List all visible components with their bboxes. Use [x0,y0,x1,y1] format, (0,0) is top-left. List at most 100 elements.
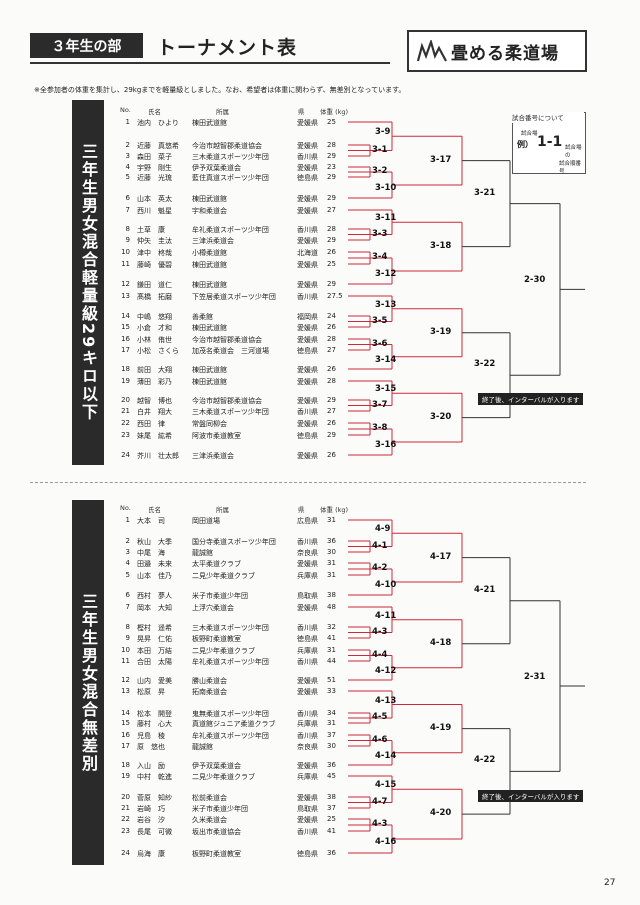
participant-w: 37 [327,804,336,812]
match-number-label: 3-3 [372,228,388,239]
participant-w: 37 [327,731,336,739]
participant-aff: 三木柔道スポーツ少年団 [192,153,269,161]
participant-pref: 愛媛県 [297,420,318,428]
participant-name: 鎌田 道仁 [137,281,172,289]
participant-w: 31 [327,646,336,654]
participant-pref: 愛媛県 [297,762,318,770]
match-number-label: 3-21 [474,187,496,198]
match-number-label: 4-22 [474,755,496,766]
participant-name: 長尾 可微 [137,828,172,836]
participant-no: 16 [121,335,130,343]
participant-pref: 鳥取県 [297,805,318,813]
participant-name: 児島 稜 [137,732,165,740]
match-number-label: 3-14 [375,354,397,365]
participant-aff: 阿波市柔道教室 [192,432,241,440]
participant-pref: 愛媛県 [297,816,318,824]
participant-no: 17 [121,742,130,750]
match-number-label: 4-17 [430,551,452,562]
match-number-label: 4-12 [375,665,397,676]
participant-pref: 愛媛県 [297,366,318,374]
participant-aff: 龍誠館 [192,549,213,557]
participant-name: 池内 ひより [137,119,179,127]
participant-name: 入山 励 [137,762,165,770]
participant-no: 11 [121,260,130,268]
match-number-label: 4-6 [372,734,388,745]
participant-aff: 三津浜柔道会 [192,452,234,460]
participant-pref: 香川県 [297,226,318,234]
match-number-label: 4-1 [372,540,388,551]
participant-no: 14 [121,312,130,320]
participant-pref: 香川県 [297,732,318,740]
participant-aff: 板野町柔道教室 [192,850,241,858]
participant-w: 41 [327,827,336,835]
participant-aff: 国分寺柔道スポーツ少年団 [192,538,276,546]
match-number-label: 3-9 [375,127,391,138]
match-number-label: 2-30 [524,275,546,286]
light-header-prefecture: 県 [298,108,305,116]
participant-w: 29 [327,194,336,202]
participant-pref: 愛媛県 [297,452,318,460]
logo-mark-icon [417,40,447,62]
participant-aff: 藍住真道スポーツ少年団 [192,174,269,182]
participant-w: 30 [327,742,336,750]
participant-name: 芥川 壮太郎 [137,452,179,460]
participant-name: 大本 司 [137,517,165,525]
participant-w: 28 [327,335,336,343]
participant-w: 27 [327,346,336,354]
participant-w: 31 [327,559,336,567]
match-number-label: 4-10 [375,580,397,590]
match-number-label: 4-21 [474,584,496,595]
match-number-label: 3-7 [372,399,388,410]
participant-aff: 久米柔道会 [192,816,227,824]
participant-w: 31 [327,571,336,579]
participant-pref: 兵庫県 [297,720,318,728]
legend-example-number: 1-1 [537,134,563,150]
participant-no: 11 [121,657,130,665]
match-number-label: 3-13 [375,299,397,310]
participant-w: 33 [327,687,336,695]
participant-name: 近藤 光琉 [137,174,172,182]
logo-text: 畳める柔道場 [451,43,559,64]
match-number-label: 3-11 [375,213,397,224]
participant-pref: 香川県 [297,624,318,632]
participant-no: 5 [125,571,130,579]
match-number-label: 3-20 [430,411,452,422]
participant-no: 24 [121,849,130,857]
participant-aff: 板野町柔道教室 [192,635,241,643]
participant-no: 13 [121,292,130,300]
participant-pref: 北海道 [297,249,318,257]
participant-pref: 徳島県 [297,432,318,440]
participant-aff: 松前柔道会 [192,794,227,802]
participant-name: 津中 柊哉 [137,249,172,257]
participant-name: 西田 律 [137,420,165,428]
participant-no: 10 [121,646,130,654]
participant-no: 19 [121,377,130,385]
open-header-affiliation: 所属 [216,506,229,514]
match-number-label: 3-2 [372,166,388,176]
participant-no: 24 [121,451,130,459]
match-number-label: 4-3 [372,626,388,637]
participant-no: 14 [121,709,130,717]
participant-w: 30 [327,548,336,556]
participant-w: 26 [327,419,336,427]
match-number-label: 3-22 [474,359,496,370]
participant-aff: 太平柔道クラブ [192,560,241,568]
participant-pref: 香川県 [297,658,318,666]
participant-no: 6 [125,194,130,202]
participant-w: 25 [327,815,336,823]
participant-pref: 徳島県 [297,347,318,355]
legend-mat-label: 試合場 [521,131,538,137]
participant-pref: 愛媛県 [297,604,318,612]
participant-aff: 小樽柔道館 [192,249,227,257]
match-number-label: 4-13 [375,695,397,706]
section-divider [30,482,586,483]
participant-no: 21 [121,804,130,812]
participant-w: 51 [327,676,336,684]
participant-pref: 兵庫県 [297,647,318,655]
participant-name: 山本 英太 [137,195,172,203]
participant-w: 44 [327,657,336,665]
match-number-label: 2-31 [524,672,546,683]
participant-name: 近藤 真悠希 [137,142,179,150]
participant-no: 20 [121,793,130,801]
participant-name: 妹尾 紘希 [137,432,172,440]
